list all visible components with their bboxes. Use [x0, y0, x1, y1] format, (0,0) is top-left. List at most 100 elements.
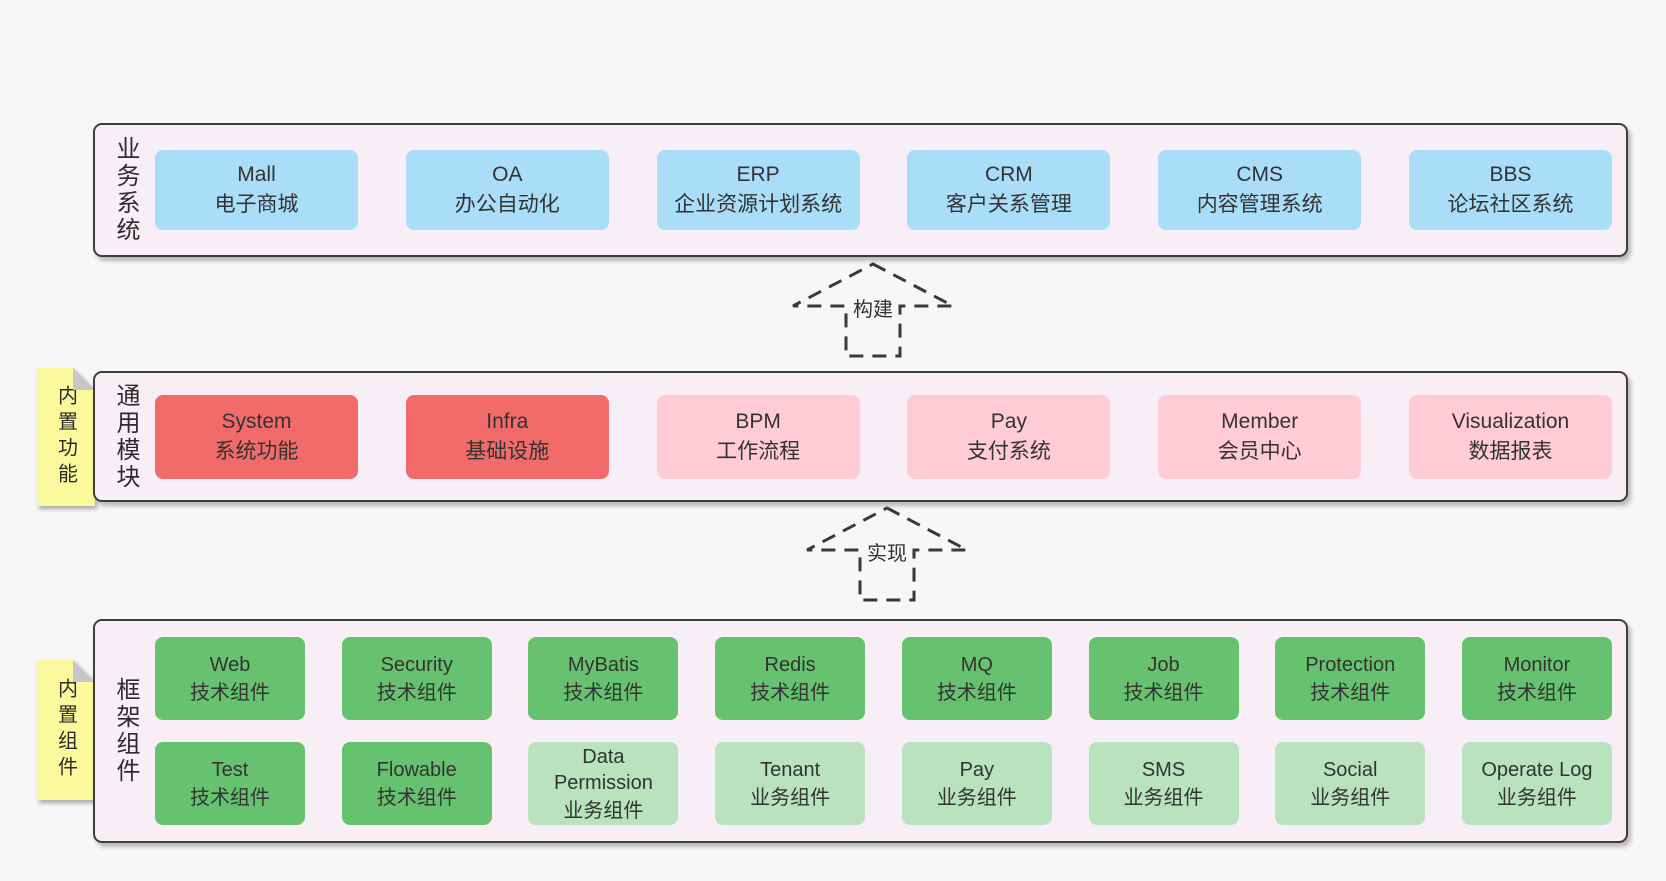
- build-arrow: 构建: [788, 260, 958, 360]
- sticky-note-builtin-features: 内置功能: [37, 368, 95, 506]
- box-title: Security: [380, 653, 453, 676]
- box-subtitle: 技术组件: [1123, 681, 1204, 704]
- box-subtitle: 工作流程: [716, 439, 801, 463]
- box-operate-log: Operate Log 业务组件: [1461, 742, 1612, 825]
- band-business-systems: 业务系统 Mall 电子商城 OA 办公自动化 ERP 企业资源计划系统 CRM…: [93, 123, 1628, 257]
- sticky-label: 内置功能: [54, 385, 77, 489]
- box-system: System 系统功能: [155, 394, 358, 479]
- box-title: MyBatis: [567, 653, 639, 676]
- box-protection: Protection 技术组件: [1275, 637, 1426, 720]
- folded-corner-icon: [73, 368, 95, 390]
- box-infra: Infra 基础设施: [405, 394, 609, 479]
- box-title: Web: [209, 653, 251, 676]
- box-pay: Pay 支付系统: [907, 394, 1111, 479]
- box-subtitle: 技术组件: [376, 786, 457, 809]
- implement-arrow: 实现: [802, 504, 972, 604]
- box-title: Redis: [764, 653, 816, 676]
- box-flowable: Flowable 技术组件: [341, 742, 492, 825]
- box-title: Visualization: [1451, 409, 1570, 433]
- box-subtitle: 技术组件: [1496, 681, 1577, 704]
- box-subtitle: 内容管理系统: [1196, 193, 1323, 216]
- box-subtitle: 办公自动化: [454, 193, 560, 216]
- box-subtitle: 技术组件: [563, 681, 644, 704]
- box-subtitle: 客户关系管理: [945, 193, 1072, 216]
- box-job: Job 技术组件: [1088, 637, 1239, 720]
- box-title: Pay: [959, 758, 995, 781]
- box-cms: CMS 内容管理系统: [1158, 150, 1362, 230]
- box-title: Pay: [990, 409, 1027, 433]
- box-mq: MQ 技术组件: [901, 637, 1052, 720]
- dashed-up-arrow-icon: [792, 262, 954, 358]
- box-subtitle: 业务组件: [936, 786, 1017, 809]
- box-subtitle: 业务组件: [1496, 786, 1577, 809]
- box-social: Social 业务组件: [1275, 742, 1426, 825]
- box-subtitle: 业务组件: [1310, 786, 1391, 809]
- box-subtitle: 技术组件: [936, 681, 1017, 704]
- box-subtitle: 基础设施: [465, 439, 550, 463]
- box-test: Test 技术组件: [155, 742, 305, 825]
- box-subtitle: 技术组件: [190, 786, 270, 809]
- box-subtitle: 企业资源计划系统: [674, 193, 843, 216]
- band-label-business-systems: 业务系统: [112, 136, 139, 244]
- box-title: MQ: [960, 653, 993, 676]
- box-erp: ERP 企业资源计划系统: [656, 150, 860, 230]
- box-subtitle: 论坛社区系统: [1447, 193, 1574, 216]
- box-title: Job: [1147, 653, 1180, 676]
- band-content: System 系统功能 Infra 基础设施 BPM 工作流程 Pay 支付系统…: [155, 394, 1626, 479]
- box-title: SMS: [1141, 758, 1186, 781]
- box-oa: OA 办公自动化: [405, 150, 609, 230]
- band-label-common-modules: 通用模块: [112, 382, 139, 491]
- box-sms: SMS 业务组件: [1088, 742, 1239, 825]
- box-tenant: Tenant 业务组件: [715, 742, 866, 825]
- band-label-framework-components: 框架组件: [112, 677, 139, 785]
- box-subtitle: 电子商城: [214, 193, 299, 216]
- box-subtitle: 会员中心: [1217, 439, 1302, 463]
- box-member: Member 会员中心: [1158, 394, 1362, 479]
- box-title: OA: [492, 163, 523, 186]
- band-row-tech: Web 技术组件 Security 技术组件 MyBatis 技术组件 Redi…: [155, 637, 1612, 720]
- box-mall: Mall 电子商城: [155, 150, 358, 230]
- band-row: Mall 电子商城 OA 办公自动化 ERP 企业资源计划系统 CRM 客户关系…: [155, 150, 1612, 230]
- box-bpm: BPM 工作流程: [656, 394, 860, 479]
- box-subtitle: 数据报表: [1468, 439, 1553, 463]
- box-monitor: Monitor 技术组件: [1461, 637, 1612, 720]
- box-title: Monitor: [1503, 653, 1571, 676]
- sticky-note-builtin-components: 内置组件: [37, 660, 95, 800]
- box-subtitle: 技术组件: [750, 681, 831, 704]
- dashed-up-arrow-icon: [806, 506, 968, 602]
- box-security: Security 技术组件: [341, 637, 492, 720]
- band-common-modules: 通用模块 System 系统功能 Infra 基础设施 BPM 工作流程 Pay…: [93, 371, 1628, 502]
- sticky-label: 内置组件: [54, 678, 77, 782]
- box-subtitle: 支付系统: [966, 439, 1051, 463]
- box-subtitle: 系统功能: [214, 439, 299, 463]
- box-subtitle: 技术组件: [190, 681, 270, 704]
- box-title: BPM: [735, 409, 781, 433]
- box-title: Social: [1322, 758, 1378, 781]
- band-content: Mall 电子商城 OA 办公自动化 ERP 企业资源计划系统 CRM 客户关系…: [155, 150, 1626, 230]
- box-bbs: BBS 论坛社区系统: [1408, 150, 1612, 230]
- box-title: Tenant: [760, 758, 821, 781]
- box-pay-biz: Pay 业务组件: [901, 742, 1052, 825]
- box-title: CRM: [984, 163, 1033, 186]
- sticky-paper: 内置组件: [37, 660, 95, 800]
- box-title: Operate Log: [1481, 758, 1593, 781]
- box-subtitle: 业务组件: [750, 786, 831, 809]
- box-redis: Redis 技术组件: [715, 637, 866, 720]
- box-title: Protection: [1305, 653, 1396, 676]
- band-row: System 系统功能 Infra 基础设施 BPM 工作流程 Pay 支付系统…: [155, 394, 1612, 479]
- arrow-label-build: 构建: [849, 293, 897, 322]
- box-web: Web 技术组件: [155, 637, 305, 720]
- box-subtitle: 业务组件: [1123, 786, 1204, 809]
- box-subtitle: 业务组件: [563, 799, 644, 822]
- band-framework-components: 框架组件 Web 技术组件 Security 技术组件 MyBatis 技术组件…: [93, 619, 1628, 843]
- band-row-biz: Test 技术组件 Flowable 技术组件 Data Permission …: [155, 742, 1612, 825]
- band-content: Web 技术组件 Security 技术组件 MyBatis 技术组件 Redi…: [155, 637, 1626, 825]
- box-mybatis: MyBatis 技术组件: [528, 637, 679, 720]
- box-title: Member: [1221, 409, 1299, 433]
- folded-corner-icon: [73, 660, 95, 682]
- box-title: Flowable: [376, 758, 457, 781]
- box-crm: CRM 客户关系管理: [907, 150, 1111, 230]
- arrow-label-implement: 实现: [863, 537, 911, 566]
- box-title: BBS: [1489, 163, 1532, 186]
